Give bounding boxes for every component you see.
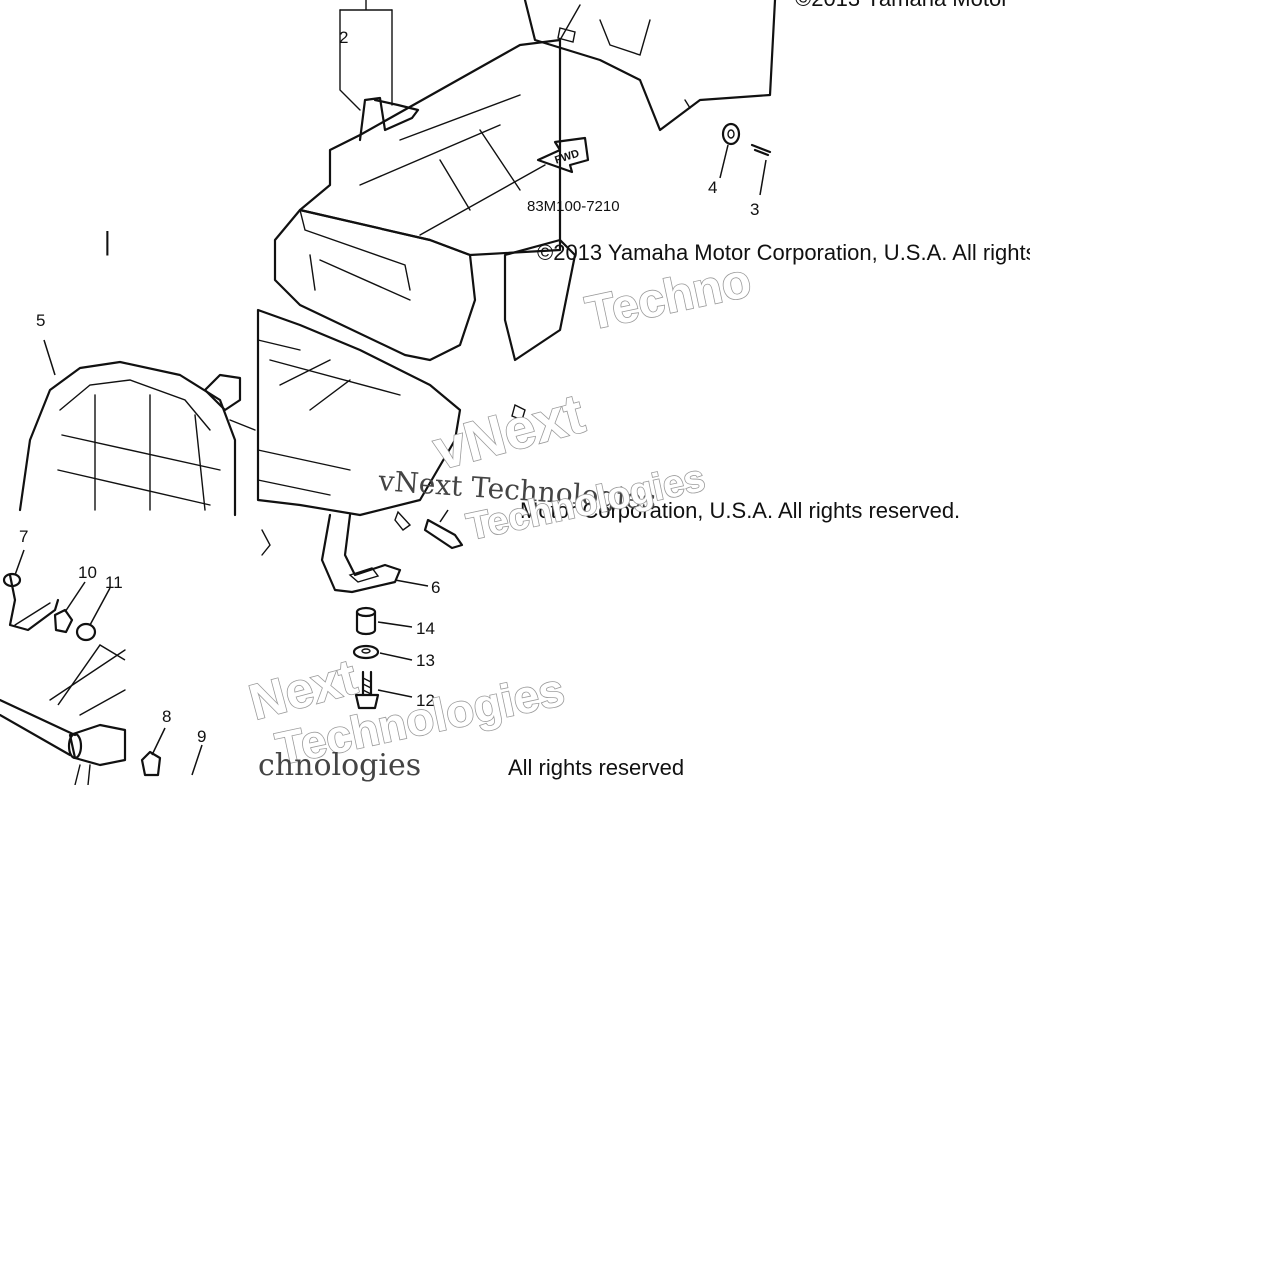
watermark-technologies-small: Technologies [463,457,709,548]
copyright-top-right: ©2013 Yamaha Motor [795,0,1009,11]
callout-4: 4 [708,178,717,197]
callout-14: 14 [416,619,435,638]
callout-9: 9 [197,727,206,746]
drawing-code: 83M100-7210 [527,198,620,215]
copyright-lower: Motor Corporation, U.S.A. All rights res… [520,498,960,523]
callout-5: 5 [36,311,45,330]
item-7-bolt [2,572,60,632]
callout-tick: | [104,226,111,256]
callout-10: 10 [78,563,97,582]
leader-lines [14,144,767,776]
blank-lower-area [0,785,1285,1285]
callout-2: 2 [339,28,348,47]
seat-cushion-upper [273,38,562,362]
item-5-seat-back [18,360,256,517]
item-2-bracket [339,0,420,142]
item-14-spacer [355,606,377,636]
callout-7: 7 [19,527,28,546]
item-13-washer [352,644,380,660]
callout-3: 3 [750,200,759,219]
item-11-washer [75,622,97,642]
callout-6: 6 [431,578,440,597]
blank-right-area [1030,0,1285,785]
item-8-nut [140,750,162,777]
copyright-bottom: All rights reserved [508,755,684,780]
item-3-screw [750,143,772,157]
seat-frame-tube [0,649,127,786]
seat-cushion-lower [256,238,577,556]
watermark-techno: Techno [581,254,755,341]
watermark-chnologies: chnologies [258,748,421,783]
watermark-vnext-large: vNext [427,381,591,481]
item-10-nut [53,608,74,634]
callout-numbers: 2 3 4 5 6 7 8 9 10 11 12 13 14 | [19,28,759,746]
callout-11: 11 [105,573,123,592]
callout-13: 13 [416,651,435,670]
item-6-bracket [320,403,526,594]
callout-12: 12 [416,691,435,710]
fwd-direction-arrow: FWD [536,136,590,174]
item-4-washer [721,122,741,146]
rear-body-panel [523,0,777,132]
item-12-bolt [354,670,380,710]
callout-8: 8 [162,707,171,726]
